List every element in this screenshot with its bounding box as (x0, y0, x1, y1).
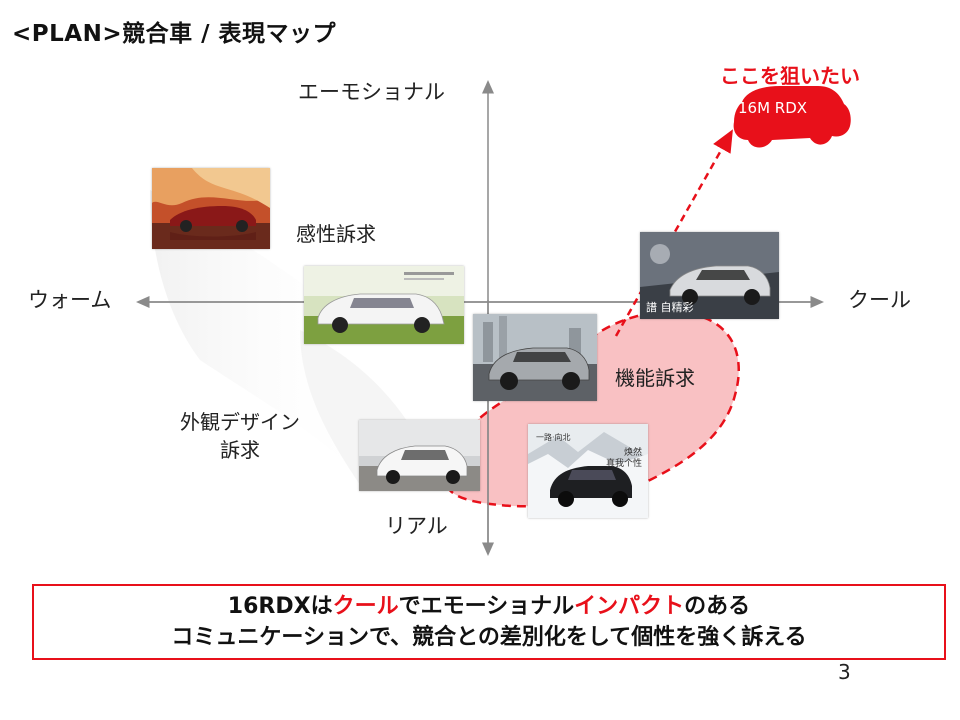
key-message-box: 16RDXはクールでエモーショナルインパクトのある コミュニケーションで、競合と… (32, 584, 946, 660)
msg-part2: でエモーショナル (398, 594, 575, 619)
emotional-region (150, 190, 372, 480)
axis-label-real: リアル (385, 514, 448, 538)
axis-label-emotional: エーモショナル (298, 80, 445, 104)
photo-caption-side: 焕然 真我个性 (606, 448, 642, 470)
axis-label-warm: ウォーム (28, 288, 112, 312)
msg-accent-impact: インパクト (574, 594, 685, 619)
msg-part3: のある (684, 594, 751, 619)
photo-caption-side-line1: 焕然 (623, 448, 642, 458)
competitor-photo-bmw-suv (359, 420, 480, 491)
category-design: 外観デザイン 訴求 (180, 408, 300, 464)
msg-part1: 16RDXは (227, 594, 333, 619)
competitor-photo-dark-suv: 譜 自精彩 (640, 232, 779, 319)
category-emotional: 感性訴求 (296, 222, 376, 246)
key-message-line1: 16RDXはクールでエモーショナルインパクトのある (228, 591, 750, 622)
photo-caption-yilu: 一路·向北 (536, 433, 571, 442)
axis-label-cool: クール (848, 288, 911, 312)
target-car-shape (733, 86, 851, 148)
category-design-line1: 外観デザイン (180, 410, 300, 434)
key-message-line2: コミュニケーションで、競合との差別化をして個性を強く訴える (171, 625, 807, 650)
msg-accent-cool: クール (332, 594, 399, 619)
category-design-line2: 訴求 (220, 438, 260, 462)
competitor-photo-coupe (152, 168, 270, 249)
target-model: 16M RDX (738, 99, 808, 117)
competitor-photo-snow-suv: 一路·向北 焕然 真我个性 (528, 424, 648, 518)
competitor-photo-white-suv (304, 266, 464, 344)
competitor-photo-silver-suv (473, 314, 597, 401)
page-number: 3 (838, 660, 851, 684)
target-label: ここを狙いたい (720, 64, 860, 88)
photo-caption-side-line2: 真我个性 (605, 459, 642, 469)
photo-caption-jingcai: 譜 自精彩 (646, 301, 694, 314)
slide-title: <PLAN>競合車 / 表現マップ (12, 21, 337, 47)
category-functional: 機能訴求 (615, 366, 695, 390)
